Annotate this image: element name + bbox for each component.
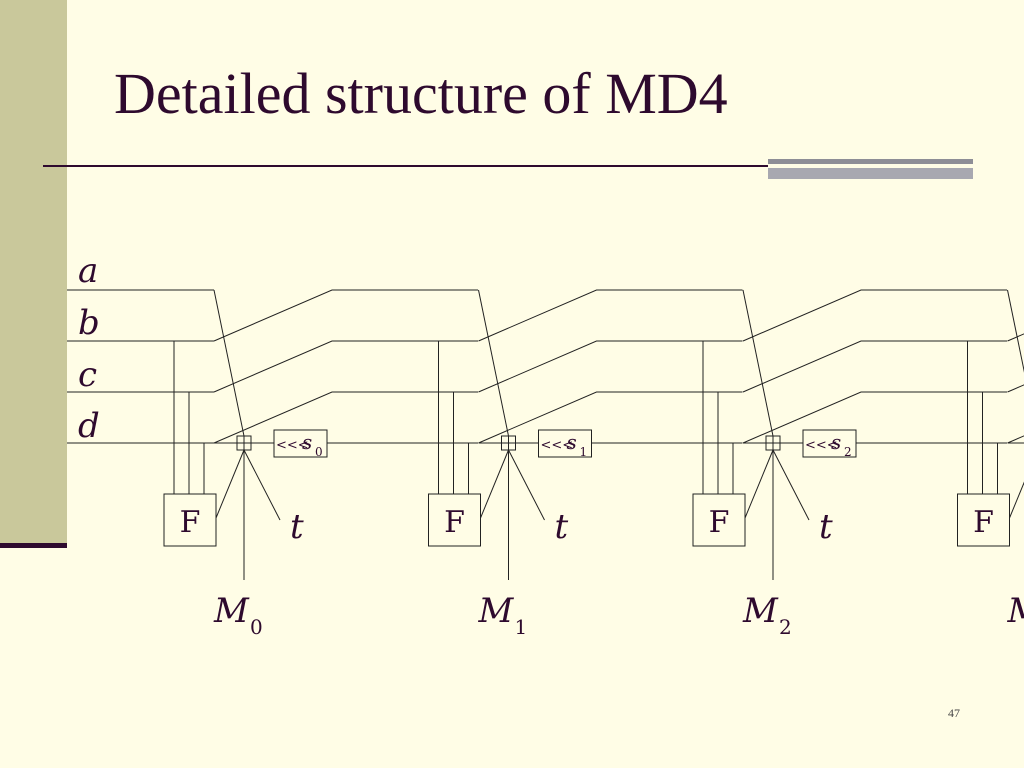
- step-3-f-to-adder: [1009, 481, 1024, 519]
- step-2-f-to-adder: [744, 449, 774, 519]
- step-0-a-to-adder: [213, 289, 245, 437]
- step-0-f-box: [163, 493, 217, 547]
- step-2-t-to-adder: [772, 449, 810, 521]
- step-1-t-label: t: [555, 507, 569, 547]
- step-3-lane-shift-3: [1007, 435, 1024, 444]
- step-3-lane-shift-2: [1007, 384, 1024, 393]
- step-1-t-to-adder: [508, 449, 545, 521]
- step-1-f-box: [428, 493, 481, 547]
- register-label-c: c: [78, 355, 97, 395]
- step-1-a-to-adder: [478, 289, 509, 437]
- step-0-rotate-prefix: <<<: [276, 438, 309, 453]
- step-2-shift-var: s: [831, 430, 841, 454]
- step-1-lane-shift-1: [478, 289, 743, 342]
- step-1-rotate-prefix: <<<: [541, 438, 574, 453]
- step-3-lane-shift-1: [1007, 333, 1024, 342]
- left-decor-band: [0, 0, 67, 545]
- page-number: 47: [948, 706, 960, 720]
- step-2-t-label: t: [819, 507, 833, 547]
- register-label-d: d: [78, 406, 100, 446]
- title-accent-bar: [768, 159, 973, 179]
- step-0-f-to-adder: [215, 449, 245, 519]
- step-3-a-to-adder: [1007, 289, 1024, 373]
- step-2-m-index: 2: [779, 615, 792, 639]
- slide-title: Detailed structure of MD4: [114, 61, 728, 126]
- step-2-lane-shift-3: [742, 391, 1007, 444]
- step-0-m-label: M: [213, 591, 250, 631]
- step-2-f-box: [692, 493, 746, 547]
- step-3-f-box: [957, 493, 1010, 547]
- step-1-m-label: M: [478, 591, 515, 631]
- title-rule: [43, 165, 773, 167]
- step-2-a-to-adder: [742, 289, 774, 437]
- step-1-lane-shift-3: [478, 391, 743, 444]
- step-1-f-label: F: [444, 505, 465, 540]
- step-0-lane-shift-1: [213, 289, 478, 342]
- step-0-lane-shift-3: [213, 391, 478, 444]
- step-0-t-to-adder: [243, 449, 281, 521]
- left-decor-band-foot: [0, 543, 67, 548]
- step-3-m-label: M: [1007, 591, 1024, 631]
- step-0-lane-shift-2: [213, 340, 478, 393]
- step-2-f-label: F: [709, 505, 730, 540]
- step-1-lane-shift-2: [478, 340, 743, 393]
- step-0-m-index: 0: [250, 615, 263, 639]
- step-0-t-label: t: [290, 507, 304, 547]
- step-0-shift-var: s: [302, 430, 312, 454]
- step-2-rotate-prefix: <<<: [805, 438, 838, 453]
- step-1-shift-var: s: [567, 430, 577, 454]
- step-1-m-index: 1: [515, 615, 528, 639]
- step-0-f-label: F: [180, 505, 201, 540]
- step-2-shift-index: 2: [844, 445, 852, 459]
- register-label-b: b: [78, 303, 100, 343]
- step-2-lane-shift-1: [742, 289, 1007, 342]
- step-1-shift-index: 1: [580, 445, 588, 459]
- register-label-a: a: [78, 251, 98, 291]
- step-2-lane-shift-2: [742, 340, 1007, 393]
- step-1-f-to-adder: [480, 449, 509, 519]
- step-0-shift-index: 0: [315, 445, 323, 459]
- step-3-f-label: F: [973, 505, 994, 540]
- step-2-m-label: M: [742, 591, 779, 631]
